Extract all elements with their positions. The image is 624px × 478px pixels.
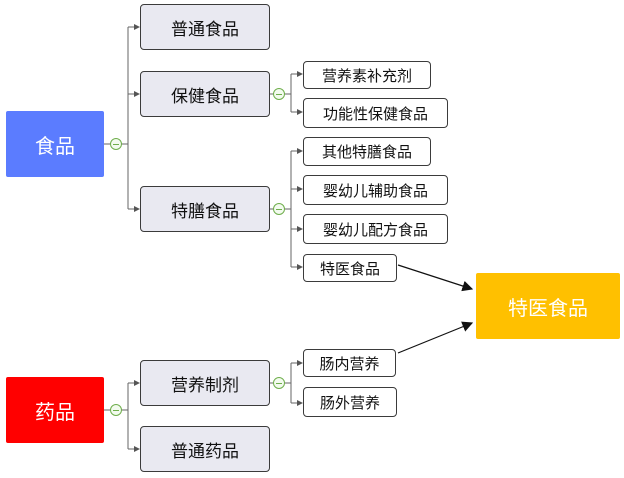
- node-nutrition-preparation[interactable]: 营养制剂: [140, 360, 270, 406]
- node-functional-health-food-label: 功能性保健食品: [322, 104, 428, 123]
- node-medical-food-label: 特医食品: [319, 259, 380, 278]
- node-medical-food[interactable]: 特医食品: [303, 254, 397, 282]
- node-enteral-nutrition-label: 肠内营养: [319, 354, 380, 373]
- node-other-special-diet[interactable]: 其他特膳食品: [303, 137, 431, 166]
- node-nutrition-preparation-label: 营养制剂: [171, 375, 239, 396]
- node-regular-food-label: 普通食品: [171, 19, 239, 40]
- collapse-toggle-nutrition[interactable]: [273, 377, 285, 389]
- node-health-food-label: 保健食品: [171, 86, 239, 107]
- node-regular-drug[interactable]: 普通药品: [140, 426, 270, 472]
- node-special-diet-food-label: 特膳食品: [171, 201, 239, 222]
- root-node-drug[interactable]: 药品: [6, 377, 104, 443]
- node-enteral-nutrition[interactable]: 肠内营养: [303, 349, 396, 377]
- node-other-special-diet-label: 其他特膳食品: [321, 143, 412, 161]
- node-functional-health-food[interactable]: 功能性保健食品: [303, 98, 448, 128]
- node-infant-auxiliary-food-label: 婴幼儿辅助食品: [322, 181, 428, 200]
- collapse-toggle-drug[interactable]: [110, 404, 122, 416]
- node-nutrient-supplement[interactable]: 营养素补充剂: [303, 61, 431, 89]
- node-health-food[interactable]: 保健食品: [140, 71, 270, 117]
- node-regular-drug-label: 普通药品: [171, 441, 239, 462]
- target-node-medical-food[interactable]: 特医食品: [476, 273, 620, 339]
- node-parenteral-nutrition[interactable]: 肠外营养: [303, 387, 397, 417]
- node-regular-food[interactable]: 普通食品: [140, 4, 270, 50]
- root-node-food-label: 食品: [35, 133, 75, 158]
- node-special-diet-food[interactable]: 特膳食品: [140, 186, 270, 232]
- node-infant-formula-food[interactable]: 婴幼儿配方食品: [303, 214, 448, 244]
- collapse-toggle-special-diet[interactable]: [273, 203, 285, 215]
- root-node-drug-label: 药品: [35, 399, 75, 424]
- node-infant-auxiliary-food[interactable]: 婴幼儿辅助食品: [303, 175, 448, 205]
- root-node-food[interactable]: 食品: [6, 111, 104, 177]
- node-parenteral-nutrition-label: 肠外营养: [319, 393, 380, 412]
- collapse-toggle-health[interactable]: [273, 88, 285, 100]
- node-infant-formula-food-label: 婴幼儿配方食品: [322, 220, 428, 239]
- node-nutrient-supplement-label: 营养素补充剂: [321, 66, 412, 85]
- target-node-medical-food-label: 特医食品: [508, 295, 588, 320]
- collapse-toggle-food[interactable]: [110, 138, 122, 150]
